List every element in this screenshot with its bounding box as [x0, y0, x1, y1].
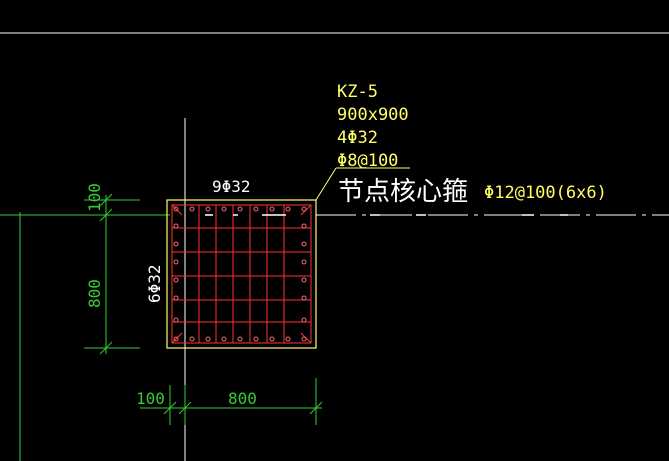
rebar-dot: [301, 241, 307, 247]
dim-horizontal-left-label: 100: [136, 389, 165, 408]
rebar-dot: [205, 206, 211, 212]
rebar-dot: [221, 336, 227, 342]
rebar-dot: [189, 336, 195, 342]
label-leader-line: [315, 167, 337, 201]
rebar-dot: [269, 206, 275, 212]
rebar-dot: [301, 206, 307, 212]
stirrup-grid: [171, 204, 312, 344]
rebar-dot: [269, 336, 275, 342]
rebar-dot: [237, 336, 243, 342]
top-bars-label: 9Φ32: [212, 177, 251, 196]
rebar-dot: [301, 295, 307, 301]
rebar-dot: [237, 206, 243, 212]
dim-horizontal-main-label: 800: [228, 389, 257, 408]
column-section-label: 900x900: [337, 105, 409, 125]
rebar-dot: [253, 336, 259, 342]
corner-bars-label: 4Φ32: [337, 128, 378, 148]
joint-core-stirrup-label: 节点核心箍: [338, 177, 468, 207]
outer-stirrup: [171, 204, 312, 344]
rebar-dot: [301, 277, 307, 283]
rebar-dot: [173, 336, 179, 342]
rebar-dot: [285, 206, 291, 212]
rebar-dot: [173, 295, 179, 301]
rebar-dot: [189, 206, 195, 212]
rebar-dot: [173, 241, 179, 247]
rebar-dots: [173, 206, 307, 342]
rebar-dot: [173, 317, 179, 323]
rebar-dot: [205, 336, 211, 342]
rebar-dot: [173, 259, 179, 265]
rebar-dot: [221, 206, 227, 212]
joint-stirrup-spec-label: Φ12@100(6x6): [484, 183, 607, 203]
dimension-lines: [0, 193, 323, 461]
rebar-dot: [173, 277, 179, 283]
column-outline[interactable]: [166, 199, 317, 349]
rebar-dot: [301, 223, 307, 229]
rebar-dot: [173, 223, 179, 229]
stirrup-hook: [171, 332, 183, 344]
dim-vertical-top-label: 100: [85, 183, 104, 212]
rebar-dot: [301, 317, 307, 323]
stirrup-hook: [171, 204, 183, 216]
rebar-dot: [301, 259, 307, 265]
rebar-dot: [285, 336, 291, 342]
dim-vertical-main-label: 800: [85, 279, 104, 308]
side-bars-label: 6Φ32: [145, 264, 164, 303]
rebar-dot: [253, 206, 259, 212]
stirrup-label: Φ8@100: [337, 151, 398, 171]
column-name-label: KZ-5: [337, 82, 378, 102]
rebar-dot: [173, 206, 179, 212]
rebar-dot: [301, 336, 307, 342]
